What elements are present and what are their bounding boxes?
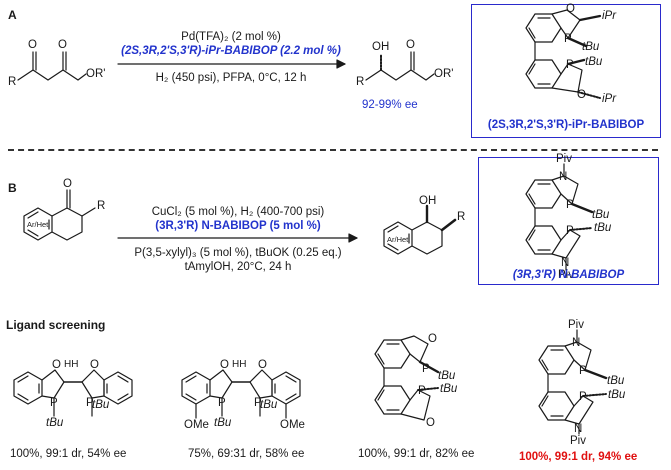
ipr-ligand-ipr1: iPr	[602, 10, 617, 22]
lig4-tbu2: tBu	[608, 389, 626, 401]
section-divider	[8, 149, 658, 151]
lig4-piv1: Piv	[568, 319, 584, 331]
lig3-o1: O	[428, 333, 437, 345]
screening-ligand-3-drawing	[374, 335, 440, 421]
ipr-ligand-o1: O	[566, 3, 575, 15]
reactant-tetralone	[23, 189, 96, 241]
lig3-tbu1: tBu	[438, 370, 456, 382]
conditions-a-ligand: (2S,3R,2'S,3'R)-iPr-BABIBOP (2.2 mol %)	[121, 45, 341, 57]
lig4-p2: P	[579, 391, 587, 403]
lig1-tbu1: tBu	[46, 417, 64, 429]
product-beta-hydroxy-ester	[365, 51, 435, 81]
reaction-arrow-a	[117, 59, 346, 69]
ipr-ligand-o2: O	[577, 89, 586, 101]
reactant-a-ketone-o: O	[28, 39, 37, 51]
lig1-result: 100%, 99:1 dr, 54% ee	[10, 448, 127, 460]
n-ligand-name: (3R,3'R) N-BABIBOP	[512, 269, 625, 281]
lig4-result-highlighted: 100%, 99:1 dr, 94% ee	[519, 451, 638, 463]
n-babibop-ligand-box	[478, 157, 659, 285]
ipr-ligand-tbu1: tBu	[582, 41, 600, 53]
screening-ligand-1-drawing	[13, 369, 133, 417]
reactant-a-ester-o: O	[58, 39, 67, 51]
lig2-tbu1: tBu	[214, 417, 232, 429]
reactant-beta-keto-ester	[17, 51, 87, 81]
ipr-ligand-name: (2S,3R,2'S,3'R)-iPr-BABIBOP	[487, 119, 645, 131]
lig2-ome2: OMe	[280, 419, 305, 431]
n-ligand-tbu1: tBu	[592, 209, 610, 221]
product-a-r: R	[356, 76, 365, 88]
lig4-n1: N	[572, 337, 581, 349]
lig4-piv2: Piv	[570, 435, 586, 447]
ipr-babibop-ligand-box	[471, 4, 661, 138]
lig2-o2: O	[258, 359, 267, 371]
ipr-babibop-ligand-drawing	[525, 9, 602, 99]
n-ligand-piv1: Piv	[556, 153, 572, 165]
section-label-a: A	[8, 8, 17, 22]
conditions-b-line4: tAmylOH, 20°C, 24 h	[184, 261, 292, 273]
n-ligand-tbu2: tBu	[594, 222, 612, 234]
n-ligand-p1: P	[566, 199, 574, 211]
conditions-a-line1: Pd(TFA)₂ (2 mol %)	[181, 31, 281, 43]
lig1-tbu2: tBu	[92, 399, 110, 411]
lig2-p2: P	[254, 397, 262, 409]
product-b-arhet: Ar/Het	[387, 235, 409, 244]
product-b-r: R	[457, 211, 466, 223]
lig2-ome1: OMe	[184, 419, 209, 431]
conditions-a-line3: H₂ (450 psi), PFPA, 0°C, 12 h	[155, 72, 307, 84]
lig2-p1: P	[218, 397, 226, 409]
reactant-b-o: O	[63, 178, 72, 190]
lig4-p1: P	[579, 365, 587, 377]
lig2-hh: HH	[232, 359, 247, 370]
ipr-ligand-ipr2: iPr	[602, 93, 617, 105]
n-ligand-n2: N	[561, 257, 570, 269]
reactant-a-r: R	[8, 76, 17, 88]
lig3-result: 100%, 99:1 dr, 82% ee	[358, 448, 475, 460]
section-label-b: B	[8, 181, 17, 195]
lig1-p2: P	[86, 397, 94, 409]
lig3-p1: P	[422, 363, 430, 375]
lig4-tbu1: tBu	[607, 375, 625, 387]
screening-ligand-2-drawing	[181, 369, 301, 419]
reaction-arrow-b	[117, 233, 358, 243]
lig2-o1: O	[220, 359, 229, 371]
product-a-oh: OH	[372, 41, 390, 53]
lig1-o2: O	[90, 359, 99, 371]
product-a-ester-o: O	[406, 39, 415, 51]
lig1-p1: P	[50, 397, 58, 409]
ipr-ligand-p1: P	[564, 33, 572, 45]
lig3-tbu2: tBu	[440, 383, 458, 395]
ligand-screening-title: Ligand screening	[6, 318, 106, 332]
lig3-p2: P	[418, 385, 426, 397]
reactant-a-or-group: OR'	[86, 68, 106, 80]
n-babibop-ligand-drawing-box	[525, 163, 594, 271]
lig1-o1: O	[52, 359, 61, 371]
lig2-tbu2: tBu	[260, 399, 278, 411]
conditions-b-line1: CuCl₂ (5 mol %), H₂ (400-700 psi)	[151, 206, 325, 218]
ipr-ligand-p2: P	[566, 59, 574, 71]
ee-result-a: 92-99% ee	[362, 99, 418, 111]
product-b-oh: OH	[419, 195, 437, 207]
ipr-ligand-tbu2: tBu	[585, 56, 603, 68]
product-a-or-group: OR'	[434, 68, 454, 80]
conditions-b-ligand: (3R,3'R) N-BABIBOP (5 mol %)	[155, 220, 321, 232]
reactant-b-r: R	[97, 200, 106, 212]
lig2-result: 75%, 69:31 dr, 58% ee	[188, 448, 305, 460]
n-ligand-piv2: Piv	[558, 269, 574, 281]
n-ligand-n1: N	[559, 171, 568, 183]
screening-ligand-4-drawing	[538, 329, 608, 435]
lig3-o2: O	[426, 417, 435, 429]
product-tetralol	[383, 204, 457, 255]
conditions-b-line3: P(3,5-xylyl)₃ (5 mol %), tBuOK (0.25 eq.…	[134, 247, 342, 259]
lig1-hh: HH	[64, 359, 79, 370]
n-ligand-p2: P	[566, 225, 574, 237]
reactant-b-arhet: Ar/Het	[27, 220, 49, 229]
lig4-n2: N	[574, 423, 583, 435]
